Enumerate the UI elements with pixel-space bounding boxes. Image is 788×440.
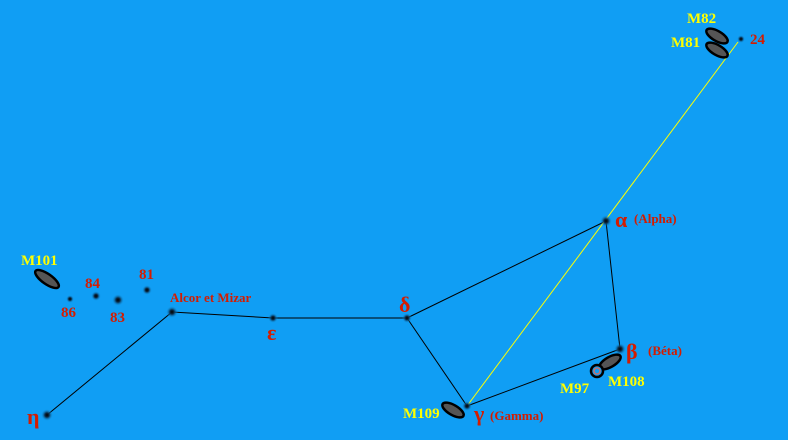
line-delta-alpha (406, 220, 607, 319)
star-gamma[interactable] (462, 401, 472, 411)
star-mizar[interactable] (166, 306, 178, 318)
label-83: 83 (110, 310, 125, 326)
label-m97: M97 (560, 381, 590, 397)
label-delta-symbol: δ (399, 292, 410, 317)
galaxy-m109[interactable] (440, 400, 466, 421)
label-m81: M81 (671, 35, 700, 51)
star-beta[interactable] (614, 343, 626, 355)
stars (41, 35, 745, 421)
star-86[interactable] (66, 295, 74, 303)
galaxy-m101[interactable] (33, 267, 62, 291)
label-gamma-symbol: γ (473, 401, 484, 426)
label-24: 24 (750, 32, 766, 48)
label-m101: M101 (21, 253, 58, 269)
label-alpha-name: (Alpha) (634, 211, 677, 226)
galaxy-m81[interactable] (704, 40, 730, 61)
deep-sky-objects (33, 26, 730, 421)
label-gamma-name: (Gamma) (490, 408, 543, 423)
line-gamma-delta (406, 317, 468, 407)
label-81: 81 (139, 267, 154, 283)
line-alpha-beta (605, 220, 621, 350)
label-eta-symbol: η (27, 404, 40, 429)
star-83[interactable] (112, 294, 124, 306)
line-eta-mizar (46, 311, 173, 416)
label-epsilon-symbol: ε (267, 320, 276, 345)
label-86: 86 (61, 305, 77, 321)
star-84[interactable] (91, 291, 101, 301)
star-alpha[interactable] (600, 215, 612, 227)
label-mizar: Alcor et Mizar (170, 290, 252, 305)
galaxy-m82[interactable] (704, 26, 730, 47)
star-epsilon[interactable] (268, 313, 278, 323)
star-81[interactable] (142, 285, 152, 295)
label-m82: M82 (687, 11, 716, 27)
star-eta[interactable] (41, 409, 53, 421)
label-beta-name: (Béta) (648, 343, 682, 358)
line-beta-gamma (466, 348, 621, 407)
label-m108: M108 (608, 374, 645, 390)
star-24[interactable] (737, 35, 745, 43)
nebula-m97-core (593, 367, 601, 375)
label-alpha-symbol: α (615, 207, 628, 232)
label-84: 84 (85, 276, 101, 292)
label-beta-symbol: β (626, 339, 638, 364)
nebula-m97[interactable] (589, 363, 605, 379)
line-mizar-epsilon (171, 311, 274, 319)
constellation-lines (46, 220, 621, 416)
label-m109: M109 (403, 406, 440, 422)
star-delta[interactable] (402, 313, 412, 323)
